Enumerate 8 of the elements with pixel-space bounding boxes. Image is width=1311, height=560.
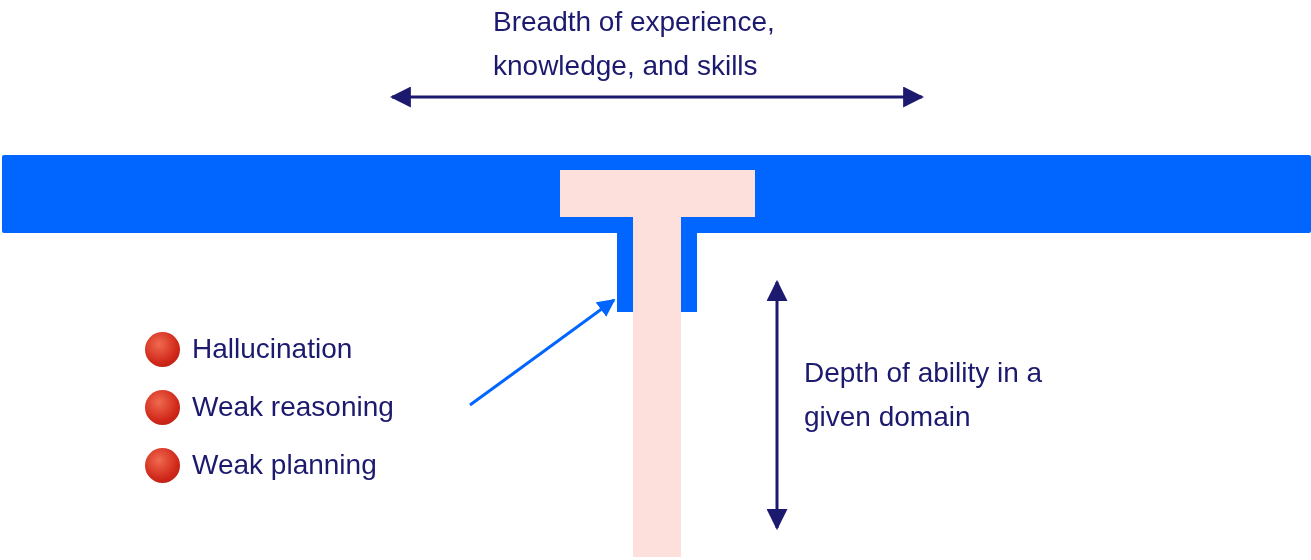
dimension-label: Breadth of experience, knowledge, and skills [493,5,776,83]
arrow [469,298,616,407]
band-strip [617,233,633,312]
dimension-label: Depth of ability in a given domain [804,356,1044,434]
band-strip [681,233,697,312]
list-item: Hallucination [192,333,354,365]
list-item: Weak planning [192,449,378,481]
list-item: Weak reasoning [192,391,395,423]
